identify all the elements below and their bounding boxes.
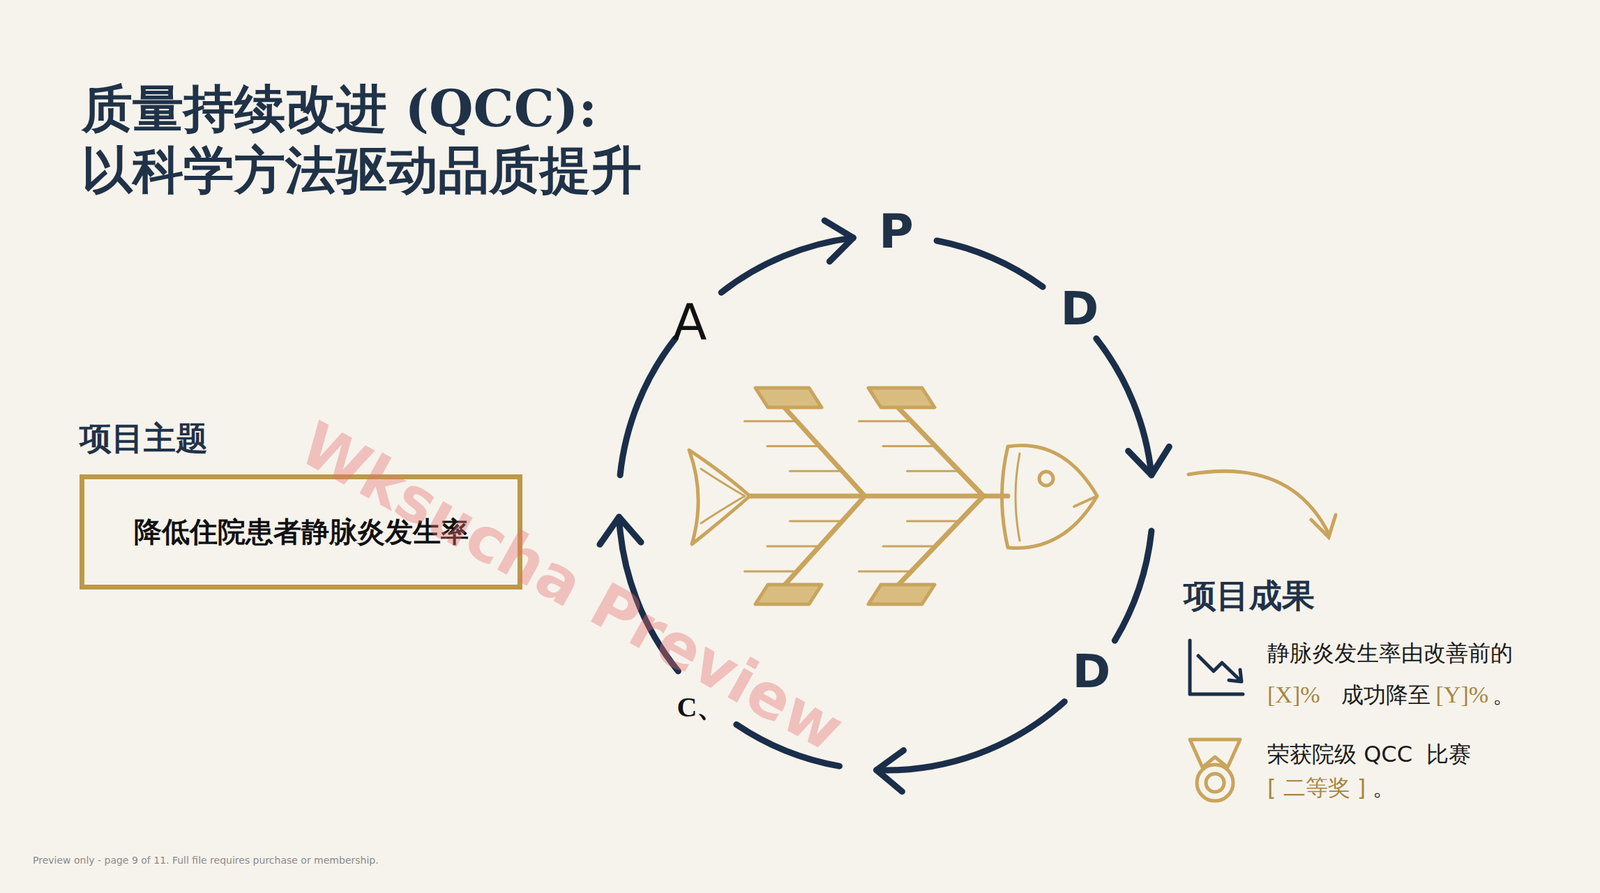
result-text: 成功降至: [1341, 682, 1431, 708]
placeholder-value: [ 二等奖 ]: [1267, 774, 1366, 801]
fish-branch: [744, 570, 798, 573]
fish-branch: [907, 470, 960, 473]
cycle-arc: [721, 237, 854, 293]
cycle-arc: [1096, 338, 1152, 475]
cycle-letter: P: [878, 204, 914, 259]
punctuation: 。: [1492, 682, 1515, 708]
placeholder-value: [X]%: [1267, 680, 1321, 708]
title: 质量持续改进 (QCC): 以科学方法驱动品质提升: [81, 78, 780, 201]
cycle-letter: A: [672, 292, 707, 351]
cycle-arrowhead: [599, 516, 641, 545]
fish-branch: [744, 419, 798, 422]
cycle-arrowhead: [876, 750, 904, 792]
result-text: 静脉炎发生率由改善前的: [1267, 640, 1513, 667]
cycle-arc: [620, 338, 676, 475]
result-arrow: [1188, 470, 1336, 538]
footer-note: Preview only - page 9 of 11. Full file r…: [32, 854, 379, 866]
fish-branch: [882, 545, 936, 548]
medal-icon: [1189, 739, 1241, 801]
pdca-cycle: [599, 220, 1169, 791]
section-heading: 项目成果: [1183, 576, 1315, 615]
cycle-arc: [936, 240, 1043, 287]
fish-branch: [790, 470, 843, 473]
fish-branch: [907, 520, 960, 523]
fish-branch: [767, 444, 820, 448]
placeholder-value: [Y]%: [1436, 680, 1490, 708]
fish-branch: [859, 570, 912, 573]
fish-branch: [859, 419, 912, 422]
trend-icon: [1189, 640, 1243, 694]
cycle-letter: D: [1060, 282, 1100, 336]
result-text: 荣获院级 QCC 比赛: [1267, 741, 1471, 768]
fish-branch: [882, 444, 936, 448]
fishbone: [689, 387, 1098, 605]
punctuation: 。: [1372, 774, 1395, 801]
cycle-letter: D: [1072, 645, 1112, 699]
fish-branch: [790, 520, 843, 523]
cycle-arc: [876, 701, 1066, 771]
cycle-arc: [1114, 530, 1152, 641]
cycle-arrowhead: [1128, 446, 1170, 475]
fish-branch: [767, 545, 820, 548]
cycle-arrowhead: [824, 220, 854, 262]
